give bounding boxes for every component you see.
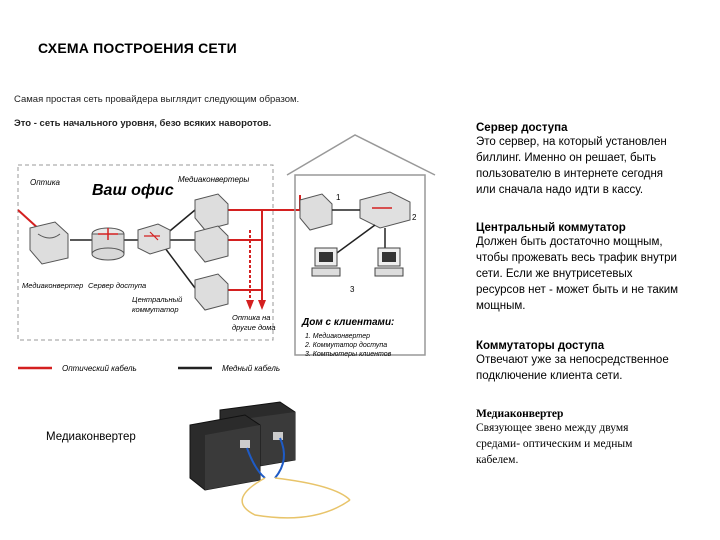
device-number-1: 1: [336, 193, 341, 202]
media-converter-label: Медиаконвертер: [22, 281, 83, 290]
house-frame: [294, 174, 426, 356]
access-server-line: Это сервер, на который установлен: [476, 136, 667, 148]
central-switch-line: мощным.: [476, 300, 526, 312]
central-switch-line: сети. Если же внутрисетевых: [476, 268, 633, 280]
client-computer-icon: [311, 247, 341, 277]
optics-houses-label-1: Оптика на: [232, 313, 270, 322]
media-converter-description: Медиаконвертер Связующее звено между дву…: [476, 408, 716, 468]
access-switches-line: подключение клиента сети.: [476, 370, 623, 382]
media-converter-heading: Медиаконвертер: [476, 408, 564, 420]
media-converter-device: [29, 221, 69, 265]
access-server-heading: Сервер доступа: [476, 122, 568, 134]
access-switches-line: Отвечают уже за непосредственное: [476, 354, 669, 366]
house-legend-item: 2. Коммутатор доступа: [304, 341, 387, 349]
optical-fiber-cable: [274, 477, 351, 501]
legend-optical-label: Оптический кабель: [62, 364, 137, 373]
central-switch-label-1: Центральный: [132, 295, 183, 304]
optics-houses-label-2: другие дома: [232, 323, 276, 332]
house-legend-item: 3. Компьютеры клиентов: [305, 351, 392, 358]
legend-copper-label: Медный кабель: [222, 364, 280, 373]
house-legend-item: 1. Медиаконвертер: [305, 332, 370, 340]
access-server-line: биллинг. Именно он решает, быть: [476, 152, 657, 164]
house-media-converter-device: [299, 193, 333, 231]
intro-subtext: Это - сеть начального уровня, безо всяки…: [14, 118, 272, 129]
house-roof: [286, 134, 436, 176]
central-switch-device: [137, 223, 171, 255]
intro-text: Самая простая сеть провайдера выглядит с…: [14, 94, 300, 105]
media-converter-unit-front: [189, 414, 261, 491]
access-server-description: Сервер доступа Это сервер, на который ус…: [476, 122, 716, 198]
media-converter-device: [194, 273, 229, 311]
central-switch-line: Должен быть достаточно мощным,: [476, 236, 663, 248]
central-switch-line: чтобы прожевать весь трафик внутри: [476, 252, 677, 264]
copper-cable: [164, 247, 196, 289]
media-converter-line: средами- оптическим и медным: [476, 438, 633, 450]
page-title: СХЕМА ПОСТРОЕНИЯ СЕТИ: [38, 40, 237, 56]
client-computer-icon: [374, 247, 404, 277]
access-server-device: [91, 227, 125, 261]
access-switches-description: Коммутаторы доступа Отвечают уже за непо…: [476, 340, 716, 384]
optics-label: Оптика: [30, 178, 61, 187]
media-converter-device: [194, 193, 229, 231]
central-switch-description: Центральный коммутатор Должен быть доста…: [476, 222, 716, 314]
central-switch-label-2: коммутатор: [132, 305, 179, 314]
patch-cable: [274, 437, 285, 479]
central-switch-line: ресурсов нет - может быть и не таким: [476, 284, 679, 296]
office-title: Ваш офис: [92, 182, 174, 199]
media-converter-photo: [189, 401, 351, 519]
central-switch-heading: Центральный коммутатор: [476, 222, 626, 234]
access-server-line: или сначала надо идти в кассу.: [476, 184, 644, 196]
media-converters-label: Медиаконвертеры: [178, 175, 249, 184]
access-server-label: Сервер доступа: [88, 281, 146, 290]
arrow-down-icon: [258, 300, 266, 310]
arrow-down-icon: [246, 300, 254, 310]
media-converter-line: Связующее звено между двумя: [476, 422, 629, 434]
patch-cable: [246, 447, 266, 479]
device-number-2: 2: [412, 213, 417, 222]
optical-fiber-cable: [241, 477, 351, 519]
device-number-3: 3: [350, 285, 355, 294]
access-server-line: пользователю в интернете сегодня: [476, 168, 664, 180]
media-converter-line: кабелем.: [476, 454, 519, 466]
media-converter-device: [194, 225, 229, 263]
office-frame: [17, 164, 274, 341]
network-diagram: Ваш офис Оптика Медиаконвертеры Медиакон…: [17, 134, 436, 373]
access-switch-device: [359, 191, 411, 229]
media-converter-caption: Медиаконвертер: [46, 431, 136, 443]
house-title: Дом с клиентами:: [301, 317, 394, 328]
access-switches-heading: Коммутаторы доступа: [476, 340, 605, 352]
